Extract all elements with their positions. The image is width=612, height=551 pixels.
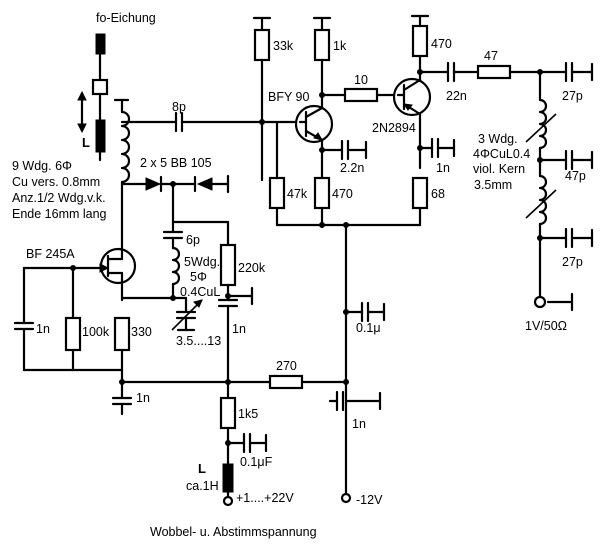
label-c-22n: 22n bbox=[446, 89, 467, 103]
label-r-68: 68 bbox=[431, 187, 445, 201]
label-minus12: -12V bbox=[356, 493, 383, 507]
label-coil3-2: 4ΦCuL0.4 bbox=[473, 147, 530, 161]
label-c-8p: 8p bbox=[172, 100, 186, 114]
transistor-bfy90 bbox=[294, 104, 334, 182]
label-coil-1: 9 Wdg. 6Φ bbox=[12, 159, 72, 173]
label-caption: Wobbel- u. Abstimmspannung bbox=[150, 525, 317, 539]
label-c-1n-e2: 1n bbox=[436, 161, 450, 175]
neg-supply-bus bbox=[275, 222, 422, 504]
transistor-2n2894 bbox=[392, 68, 432, 170]
label-bf245a: BF 245A bbox=[26, 247, 75, 261]
output-filter bbox=[525, 70, 594, 312]
label-trim: 3.5....13 bbox=[176, 334, 221, 348]
label-L-bot: L bbox=[198, 461, 206, 476]
label-coil-4: Ende 16mm lang bbox=[12, 207, 107, 221]
label-coil2-3: 0.4CuL bbox=[180, 285, 220, 299]
cap-22n bbox=[446, 61, 480, 83]
label-r-47-top: 47 bbox=[484, 49, 498, 63]
label-varicap: 2 x 5 BB 105 bbox=[140, 156, 212, 170]
cap-8p bbox=[168, 111, 302, 133]
label-r-470-top: 470 bbox=[431, 37, 452, 51]
label-c-1n-mid: 1n bbox=[232, 322, 246, 336]
label-fo-eichung: fo-Eichung bbox=[96, 11, 156, 25]
resistor-220k bbox=[217, 243, 254, 400]
label-coil2-1: 5Wdg. bbox=[184, 255, 220, 269]
varicap-diodes bbox=[120, 174, 230, 194]
resistor-68 bbox=[411, 137, 456, 227]
label-c-0-1u: 0.1μ bbox=[356, 321, 381, 335]
label-c-1n-bot: 1n bbox=[136, 391, 150, 405]
cap-27p-top bbox=[564, 61, 594, 83]
label-r-470-mid: 470 bbox=[332, 187, 353, 201]
resistor-33k bbox=[252, 16, 272, 182]
label-output: 1V/50Ω bbox=[525, 319, 567, 333]
resistor-47k bbox=[268, 120, 286, 227]
label-coil3-4: 3.5mm bbox=[474, 178, 512, 192]
adjust-arrow bbox=[77, 90, 87, 134]
choke-L bbox=[222, 463, 234, 507]
label-c-27p-top: 27p bbox=[562, 89, 583, 103]
label-c-6p: 6p bbox=[186, 233, 200, 247]
label-c-2-2n: 2.2n bbox=[340, 161, 364, 175]
label-c-1n-right: 1n bbox=[352, 417, 366, 431]
resistor-470-top bbox=[410, 14, 450, 75]
label-plus22: +1....+22V bbox=[236, 491, 294, 505]
resistor-270 bbox=[120, 374, 349, 390]
label-r-270: 270 bbox=[276, 359, 297, 373]
label-r-1k: 1k bbox=[333, 39, 347, 53]
label-2n2894: 2N2894 bbox=[372, 121, 416, 135]
label-r-1k5: 1k5 bbox=[238, 407, 258, 421]
calibration-slug bbox=[91, 33, 109, 162]
label-r-220k: 220k bbox=[238, 261, 266, 275]
label-r-100k: 100k bbox=[82, 325, 110, 339]
label-coil-2: Cu vers. 0.8mm bbox=[12, 175, 100, 189]
label-r-33k: 33k bbox=[273, 39, 294, 53]
label-coil-3: Anz.1/2 Wdg.v.k. bbox=[12, 191, 106, 205]
resistor-1k5 bbox=[219, 396, 268, 466]
label-c-47p: 47p bbox=[565, 169, 586, 183]
label-r-10: 10 bbox=[354, 73, 368, 87]
label-c-1n-left: 1n bbox=[36, 322, 50, 336]
label-bfy90: BFY 90 bbox=[268, 90, 310, 104]
resistor-10 bbox=[343, 87, 400, 103]
resistor-1k bbox=[312, 16, 347, 110]
label-coil2-2: 5Φ bbox=[190, 270, 207, 284]
tank-inductor bbox=[113, 98, 172, 250]
resistor-47 bbox=[476, 64, 568, 80]
label-L-top: L bbox=[82, 135, 90, 150]
label-ca1H: ca.1H bbox=[186, 479, 219, 493]
source-network bbox=[13, 266, 133, 416]
label-r-47k: 47k bbox=[287, 187, 308, 201]
label-r-330: 330 bbox=[131, 325, 152, 339]
label-c-27p-bot: 27p bbox=[562, 255, 583, 269]
fet-bf245a bbox=[22, 246, 137, 302]
label-c-0-1uF: 0.1μF bbox=[240, 455, 273, 469]
label-coil3-1: 3 Wdg. bbox=[478, 132, 518, 146]
second-tank bbox=[120, 182, 230, 332]
label-coil3-3: viol. Kern bbox=[473, 162, 525, 176]
